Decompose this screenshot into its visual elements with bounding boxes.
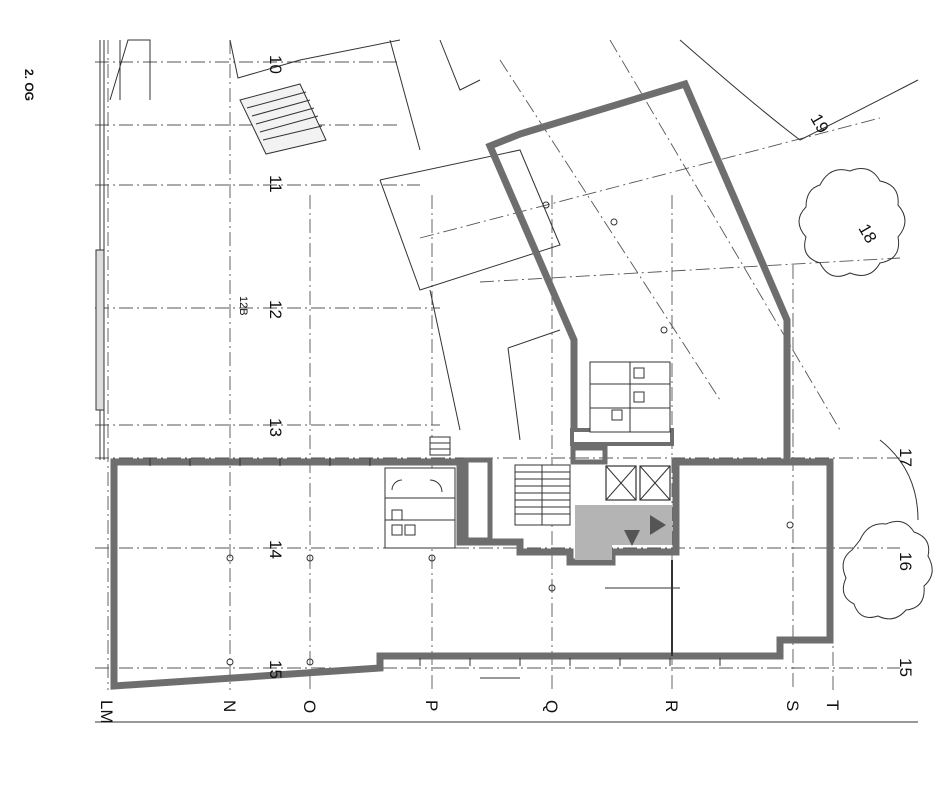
grid-label-10: 10: [266, 55, 285, 74]
grid-label-q: Q: [542, 700, 561, 713]
building-walls: [110, 79, 834, 690]
elevator-shafts: [605, 465, 671, 501]
grid-labels: LM N O P Q R S T 10 11 12 13 14 15 16 17…: [97, 55, 915, 724]
grid-label-12b: 12B: [237, 296, 249, 316]
grid-label-s: S: [783, 700, 802, 711]
grid-label-14: 14: [266, 540, 285, 559]
tree-upper: [798, 168, 906, 277]
grid-label-19: 19: [807, 111, 833, 137]
grid-label-16: 16: [896, 552, 915, 571]
grid-label-15-left: 15: [266, 660, 285, 679]
grid-lines: [95, 39, 901, 690]
grid-label-17: 17: [896, 448, 915, 467]
site-context: [95, 39, 933, 620]
grid-label-o: O: [300, 700, 319, 713]
grid-label-lm: LM: [97, 700, 116, 724]
grid-label-12: 12: [266, 300, 285, 319]
shaded-area: [575, 505, 672, 560]
interior: [149, 201, 794, 679]
grid-label-r: R: [662, 700, 681, 712]
floor-title: 2. OG: [22, 69, 36, 101]
grid-label-n: N: [220, 700, 239, 712]
exterior-stair: [239, 83, 327, 155]
main-stair: [514, 464, 571, 526]
grid-label-p: P: [422, 700, 441, 711]
grid-label-18: 18: [855, 221, 881, 247]
tree-lower: [842, 520, 933, 620]
grid-label-11: 11: [266, 175, 285, 193]
grid-label-13: 13: [266, 418, 285, 437]
grid-label-t: T: [823, 700, 842, 710]
grid-label-15-right: 15: [896, 658, 915, 677]
